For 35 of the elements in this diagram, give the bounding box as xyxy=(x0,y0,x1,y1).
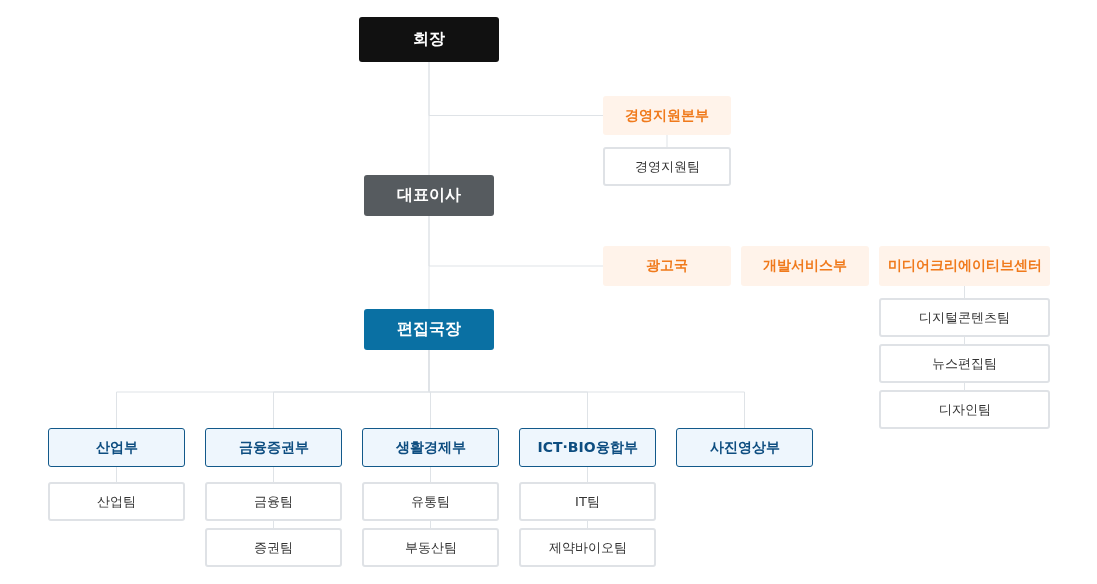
team-box: 금융팀 xyxy=(205,482,342,521)
connector-line xyxy=(428,61,604,116)
connector-line xyxy=(587,466,588,483)
connector-line xyxy=(428,215,604,267)
department-box: 사진영상부 xyxy=(676,428,813,467)
team-box: 부동산팀 xyxy=(362,528,499,567)
connector-line xyxy=(964,382,965,391)
connector-line xyxy=(273,466,274,483)
team-box: 증권팀 xyxy=(205,528,342,567)
connector-line xyxy=(273,520,274,529)
connector-line xyxy=(116,466,117,483)
connector-line xyxy=(430,466,431,483)
division-box: 개발서비스부 xyxy=(741,246,869,286)
team-box: 제약바이오팀 xyxy=(519,528,656,567)
team-box: 경영지원팀 xyxy=(603,147,731,186)
ceo-box: 대표이사 xyxy=(364,175,494,216)
team-box: 유통팀 xyxy=(362,482,499,521)
team-box: 디지털콘텐츠팀 xyxy=(879,298,1050,337)
department-box: ICT·BIO융합부 xyxy=(519,428,656,467)
division-box: 미디어크리에이티브센터 xyxy=(879,246,1050,286)
chairman-box: 회장 xyxy=(359,17,499,62)
department-box: 생활경제부 xyxy=(362,428,499,467)
department-box: 산업부 xyxy=(48,428,185,467)
editor-box: 편집국장 xyxy=(364,309,494,350)
team-box: IT팀 xyxy=(519,482,656,521)
connector-line xyxy=(964,285,965,299)
team-box: 디자인팀 xyxy=(879,390,1050,429)
department-box: 금융증권부 xyxy=(205,428,342,467)
connector-line xyxy=(430,520,431,529)
division-box: 광고국 xyxy=(603,246,731,286)
team-box: 산업팀 xyxy=(48,482,185,521)
team-box: 뉴스편집팀 xyxy=(879,344,1050,383)
connector-line xyxy=(964,336,965,345)
connector-line xyxy=(587,520,588,529)
division-box: 경영지원본부 xyxy=(603,96,731,135)
